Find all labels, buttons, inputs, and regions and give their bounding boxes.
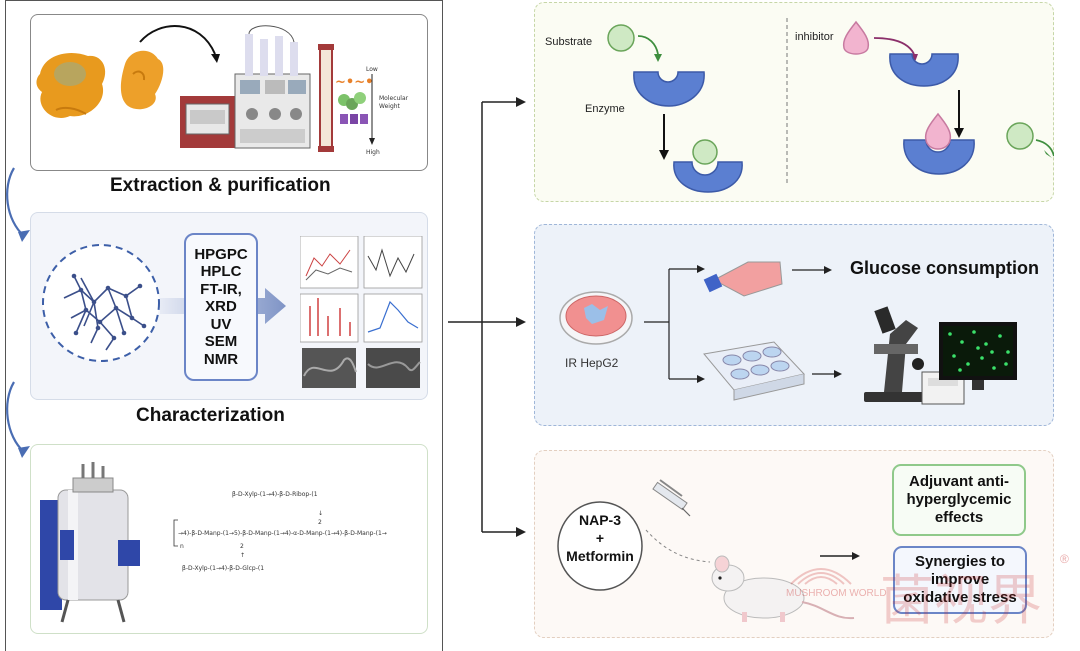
enzyme-inhibition-illustration: [607, 18, 1054, 193]
inhibitor-label: inhibitor: [795, 31, 834, 43]
treatment-line-2: +: [595, 530, 605, 546]
enzyme-shape-icon: [633, 71, 705, 107]
cell-line-label: IR HepG2: [565, 356, 619, 370]
polysaccharide-illustration: [42, 244, 160, 362]
svg-text:↓: ↓: [318, 510, 323, 517]
technique-uv: UV: [210, 315, 232, 333]
chromatography-column-icon: [318, 44, 334, 152]
svg-text:2: 2: [240, 543, 244, 550]
effect-1-line-1: Adjuvant anti-: [909, 473, 1009, 490]
purification-instrument-icon: [180, 25, 311, 149]
svg-text:n: n: [180, 543, 184, 550]
effect-1-line-2: hyperglycemic: [906, 491, 1012, 508]
cell-assay-illustration: [559, 261, 1017, 405]
svg-text:β-D-Xylp-(1→4)-β-D-Ribop-(1: β-D-Xylp-(1→4)-β-D-Ribop-(1: [232, 491, 318, 498]
technique-nmr: NMR: [203, 350, 239, 368]
branch-connector: [448, 97, 526, 537]
label-high: High: [366, 149, 380, 156]
technique-hplc: HPLC: [200, 263, 242, 281]
effect-2-line-2: improve: [930, 571, 990, 588]
nmr-spectrometer-icon: [40, 462, 140, 623]
svg-text:↑: ↑: [240, 552, 245, 559]
svg-text:→4)-β-D-Manp-(1→5)-β-D-Manp-(1: →4)-β-D-Manp-(1→5)-β-D-Manp-(1→4)-α-D-Ma…: [178, 530, 387, 537]
inhibitor-drop-icon: [842, 20, 870, 55]
watermark-text: 菌视界: [880, 569, 1042, 632]
effect-box-oxidative: Synergies to improve oxidative stress: [893, 546, 1027, 614]
petri-dish-icon: [559, 291, 633, 345]
svg-text:2: 2: [318, 519, 322, 526]
in-vivo-illustration: [557, 479, 860, 622]
label-molecular: Molecular: [379, 95, 409, 102]
treatment-line-3: Metformin: [566, 548, 634, 564]
mushroom-piece-icon: [120, 50, 164, 110]
technique-sem: SEM: [204, 333, 238, 351]
technique-hpgpc: HPGPC: [194, 245, 248, 263]
label-low: Low: [366, 66, 378, 73]
watermark-logo-icon: [790, 568, 852, 585]
effect-2-line-3: oxidative stress: [903, 589, 1017, 606]
chemical-structure-formula: β-D-Xylp-(1→4)-β-D-Ribop-(1 ↓ 2 →4)-β-D-…: [173, 491, 387, 572]
mouse-icon: [711, 555, 855, 622]
mushroom-slice-icon: [36, 53, 106, 118]
well-plate-icon: [703, 341, 805, 401]
treatment-label: NAP-3 + Metformin: [548, 511, 652, 565]
syringe-icon: [652, 479, 691, 517]
watermark-registered-icon: ®: [1060, 552, 1069, 566]
enzyme-label: Enzyme: [585, 103, 625, 115]
substrate-label: Substrate: [545, 36, 593, 48]
fluorescence-monitor-icon: [939, 322, 1017, 390]
effect-1-line-3: effects: [934, 509, 984, 526]
culture-flask-icon: [703, 261, 783, 297]
svg-text:~•~•: ~•~•: [335, 75, 373, 90]
techniques-box: HPGPC HPLC FT-IR, XRD UV SEM NMR: [184, 233, 258, 381]
effect-box-adjuvant: Adjuvant anti- hyperglycemic effects: [892, 464, 1026, 536]
left-frame: [5, 0, 443, 651]
extraction-illustration: ~•~• Low Molecular Weight High: [36, 25, 409, 156]
molecule-icons: ~•~•: [335, 75, 373, 124]
extraction-title: Extraction & purification: [110, 175, 331, 196]
effect-2-line-1: Synergies to: [914, 553, 1006, 570]
substrate-circle-icon: [607, 24, 635, 52]
flow-arrows-left: [6, 167, 30, 458]
treatment-line-1: NAP-3: [578, 512, 621, 528]
svg-text:β-D-Xylp-(1→4)-β-D-Glcp-(1: β-D-Xylp-(1→4)-β-D-Glcp-(1: [182, 565, 264, 572]
curved-arrow-icon: [139, 25, 216, 55]
glucose-consumption-label: Glucose consumption: [850, 258, 1040, 278]
analysis-plots-thumbnail: [300, 236, 423, 388]
microscope-icon: [864, 306, 934, 402]
technique-xrd: XRD: [205, 298, 237, 316]
technique-ftir: FT-IR,: [200, 280, 242, 298]
label-weight: Weight: [379, 103, 401, 110]
characterization-title: Characterization: [136, 405, 285, 426]
watermark-english: MUSHROOM WORLD: [786, 588, 887, 599]
